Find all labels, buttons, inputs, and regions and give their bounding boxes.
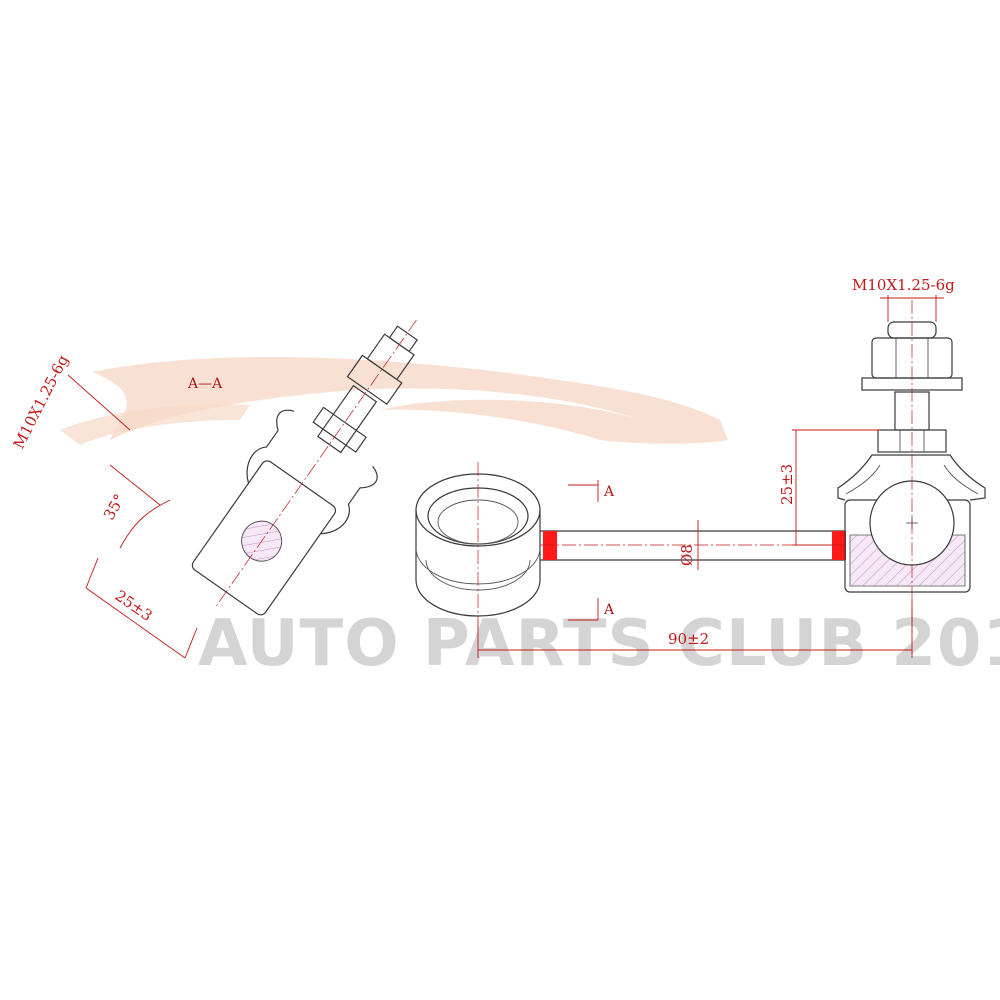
thread-dimension bbox=[880, 295, 944, 322]
section-thread-label: M10X1.25-6g bbox=[10, 352, 73, 452]
length-dimension bbox=[477, 600, 913, 658]
section-length-label: 25±3 bbox=[112, 587, 156, 625]
watermark-logo bbox=[60, 357, 728, 445]
section-marker-top bbox=[568, 480, 599, 502]
watermark-text: AUTO PARTS CLUB 2018 bbox=[198, 607, 1000, 681]
rod-marker-right bbox=[832, 531, 846, 560]
rod bbox=[540, 530, 846, 561]
ball-joint bbox=[837, 300, 986, 630]
section-marker-bottom bbox=[568, 598, 599, 621]
section-marker-top-label: A bbox=[603, 484, 615, 500]
diameter-label: Ø8 bbox=[678, 544, 696, 566]
length-label: 90±2 bbox=[668, 630, 709, 648]
car-silhouette-logo bbox=[92, 357, 728, 444]
section-title: A—A bbox=[187, 376, 223, 392]
height-dimension bbox=[792, 429, 880, 546]
bushing-eye bbox=[415, 462, 541, 620]
rod-marker-left bbox=[543, 531, 557, 560]
thread-label: M10X1.25-6g bbox=[852, 276, 955, 294]
section-marker-bottom-label: A bbox=[603, 602, 615, 618]
height-label: 25±3 bbox=[778, 464, 796, 505]
section-angle-label: 35° bbox=[100, 491, 129, 523]
section-view-assembly bbox=[191, 319, 418, 616]
section-dimensions bbox=[67, 374, 198, 659]
